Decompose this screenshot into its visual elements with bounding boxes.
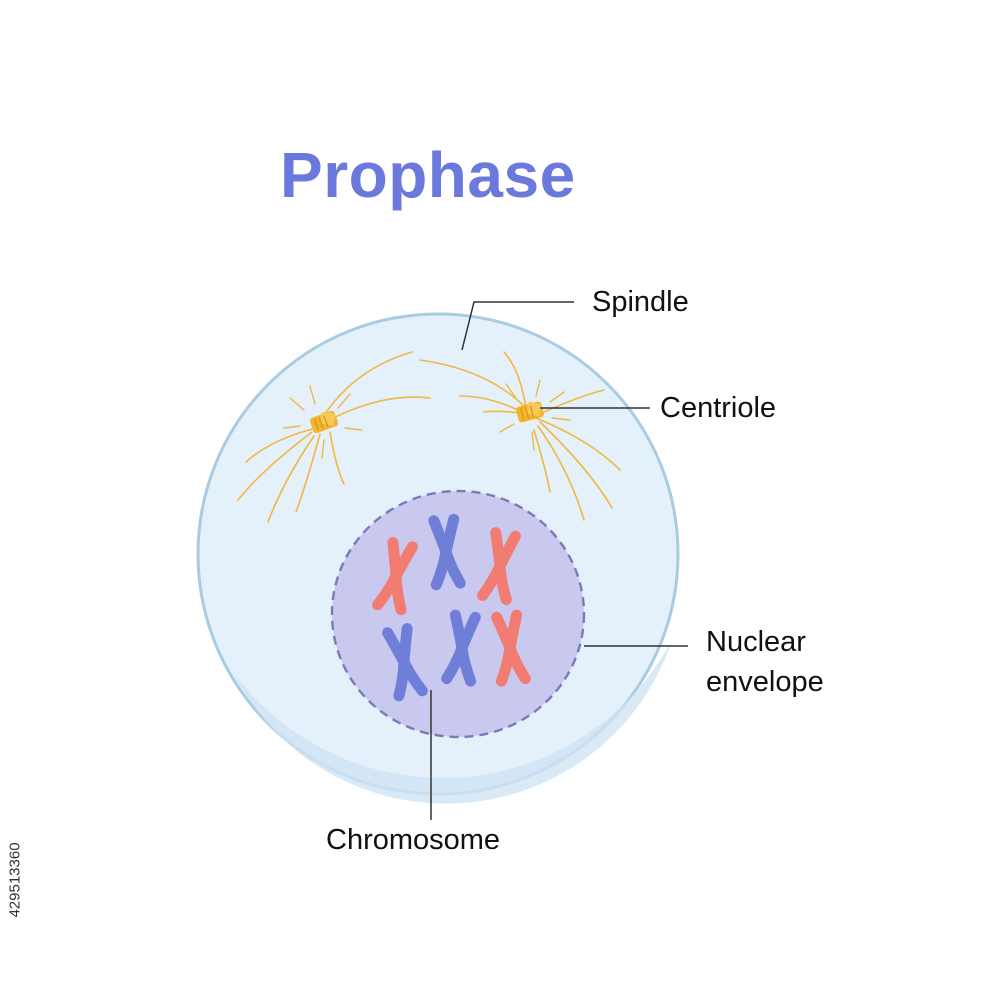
aster-ray xyxy=(499,423,515,433)
page-title: Prophase xyxy=(280,139,576,211)
aster-ray xyxy=(551,417,571,421)
spindle-fiber xyxy=(237,431,313,501)
cell-rim-shading xyxy=(233,640,672,804)
centriole-rays xyxy=(283,379,571,459)
chromosome-blue-3 xyxy=(441,609,481,687)
spindle-fiber xyxy=(329,431,345,485)
aster-ray xyxy=(531,431,535,451)
spindle-fiber xyxy=(537,425,585,521)
nuclear-envelope-label: Nuclear envelope xyxy=(706,622,824,702)
chromosome-red-1 xyxy=(372,537,418,616)
spindle-fiber xyxy=(533,429,551,493)
chromosome-red-3 xyxy=(491,609,531,687)
chromosome-red-2 xyxy=(477,527,521,606)
centriole-right xyxy=(516,401,544,423)
aster-ray xyxy=(535,379,541,397)
spindle-fiber xyxy=(503,351,527,409)
aster-ray xyxy=(289,397,305,411)
spindle-leader-line xyxy=(461,301,574,351)
chromosomes xyxy=(372,513,531,702)
aster-ray xyxy=(549,391,565,403)
aster-ray xyxy=(337,393,351,409)
stock-id-text: 429513360 xyxy=(6,842,24,918)
aster-ray xyxy=(321,439,325,459)
spindle-fiber xyxy=(419,359,529,411)
spindle-fiber xyxy=(459,395,523,413)
spindle-fiber xyxy=(295,433,321,513)
nuclear-envelope-label-line1: Nuclear xyxy=(706,626,806,658)
centriole-label: Centriole xyxy=(660,392,777,424)
spindle-fiber xyxy=(535,417,621,471)
aster-ray xyxy=(505,383,517,399)
leader-lines xyxy=(430,301,688,820)
chromosome-blue-2 xyxy=(382,623,428,702)
aster-ray xyxy=(344,427,363,431)
nuclear-envelope-label-line2: envelope xyxy=(706,666,824,698)
spindle-fibers xyxy=(237,351,621,523)
spindle-fiber xyxy=(267,435,315,523)
spindle-fiber xyxy=(245,427,317,463)
aster-ray xyxy=(283,425,301,429)
aster-ray xyxy=(309,385,316,405)
chromosome-blue-1 xyxy=(428,513,466,591)
spindle-label: Spindle xyxy=(592,286,689,318)
stock-id-watermark: 429513360 xyxy=(2,770,28,990)
chromosome-label: Chromosome xyxy=(326,824,501,856)
centriole-left xyxy=(309,410,339,434)
spindle-fiber xyxy=(543,389,605,413)
spindle-fiber xyxy=(539,421,613,509)
